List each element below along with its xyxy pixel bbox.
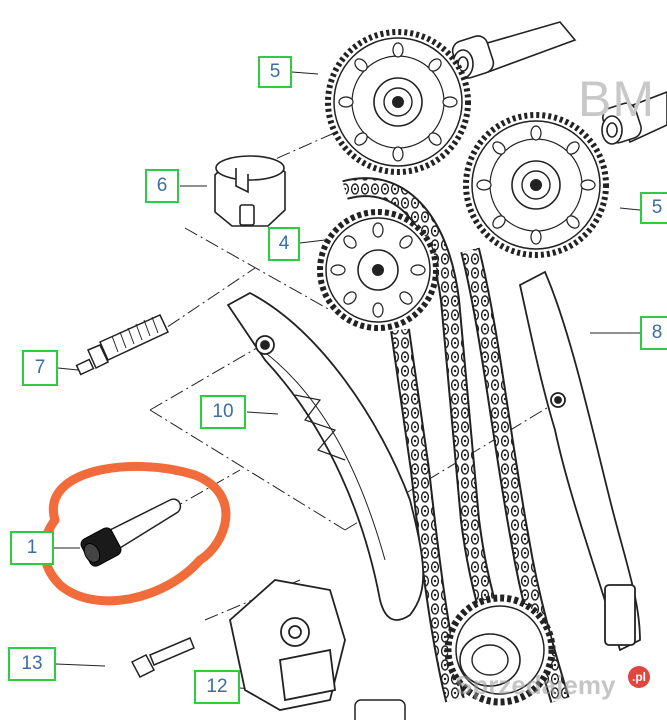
callout-4: 4 bbox=[268, 227, 300, 261]
callout-8: 8 bbox=[640, 316, 667, 350]
crankshaft-sprocket bbox=[444, 594, 556, 706]
guide-pin bbox=[80, 498, 182, 567]
camshaft-exhaust bbox=[601, 91, 667, 145]
tensioner-mount-bolt bbox=[130, 637, 195, 678]
leader-line bbox=[149, 344, 263, 411]
camshaft-sprocket-exhaust bbox=[463, 112, 609, 258]
callout-12: 12 bbox=[194, 670, 240, 704]
callout-13: 13 bbox=[8, 647, 56, 681]
leader-line bbox=[147, 267, 256, 341]
leader-line bbox=[149, 409, 346, 531]
callout-10: 10 bbox=[200, 395, 246, 429]
chain-tensioner bbox=[229, 579, 346, 711]
intermediate-sprocket bbox=[317, 209, 439, 331]
callout-5b: 5 bbox=[640, 192, 667, 224]
callout-1: 1 bbox=[10, 531, 54, 565]
leader-line bbox=[169, 469, 241, 511]
highlight-marker bbox=[39, 461, 231, 606]
watermark-text: Sprzedajemy bbox=[455, 670, 616, 700]
brand-lettering: BM bbox=[578, 71, 655, 127]
guide-rail bbox=[518, 270, 641, 652]
callout-5a: 5 bbox=[258, 56, 292, 88]
watermark-suffix: .pl bbox=[628, 666, 650, 688]
callout-7: 7 bbox=[22, 350, 58, 386]
camshaft-sprocket-intake bbox=[325, 29, 471, 175]
leader-line bbox=[184, 227, 331, 311]
tensioner-rail bbox=[226, 291, 425, 621]
callout-6: 6 bbox=[145, 169, 179, 203]
tensioner-bolt bbox=[75, 314, 169, 376]
leader-line bbox=[344, 399, 561, 531]
camshaft-intake bbox=[451, 21, 577, 79]
sleeve-part bbox=[214, 155, 286, 227]
crankshaft-snout bbox=[354, 699, 406, 720]
